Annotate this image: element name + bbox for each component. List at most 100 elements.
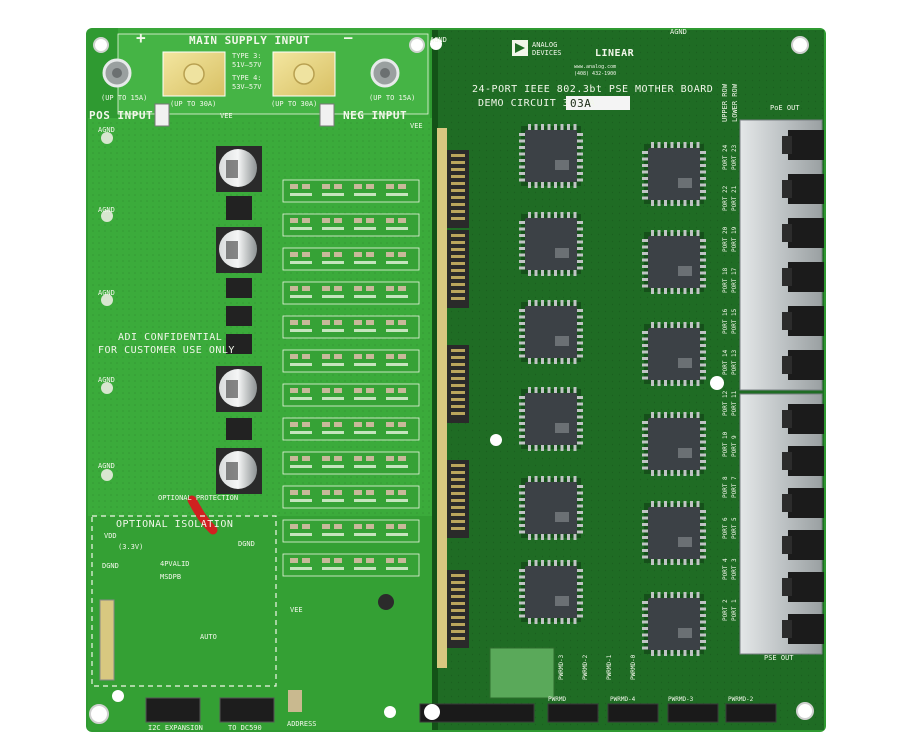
chip-pin (577, 524, 583, 527)
optional-protection-label: OPTIONAL PROTECTION (158, 494, 239, 502)
pse-chip (648, 507, 700, 559)
chip-pin (541, 476, 544, 482)
pse-controller-chips (519, 124, 706, 656)
resistor (386, 286, 394, 291)
chip-pin (519, 601, 525, 605)
v33-label: (3.3V) (118, 543, 144, 551)
chip-pin (700, 453, 706, 457)
silk-text-mark (290, 227, 312, 230)
chip-pin (554, 387, 557, 393)
agnd-label-5: AGND (98, 462, 115, 470)
rj45-jack (788, 130, 824, 160)
resistor (386, 218, 394, 223)
silk-text-mark (290, 329, 312, 332)
chip-pin (642, 350, 648, 354)
chip-pin (573, 445, 577, 451)
resistor (302, 558, 310, 563)
chip-pin (573, 124, 577, 130)
resistor (290, 524, 298, 529)
rj45-latch (782, 620, 792, 638)
chip-pin (642, 529, 648, 533)
neg-input-label: NEG INPUT (343, 109, 408, 122)
resistor (366, 252, 374, 257)
resistor (386, 320, 394, 325)
chip-pin (567, 445, 570, 451)
chip-pin (519, 159, 525, 162)
chip-pin (541, 182, 544, 188)
rj45-port-block (739, 119, 824, 655)
chip-pin (577, 595, 583, 598)
lower-row-label: LOWER ROW (731, 84, 739, 122)
silk-text-mark (354, 329, 376, 332)
resistor (366, 320, 374, 325)
chip-pin (577, 227, 583, 231)
chip-pin (664, 501, 667, 507)
chip-pin (642, 523, 648, 526)
chip-pin (519, 139, 525, 143)
up30-right: (UP TO 30A) (271, 100, 318, 108)
chip-pin (577, 178, 583, 182)
header-pin (451, 370, 465, 373)
chip-pin (677, 288, 680, 294)
chip-logo (555, 160, 569, 170)
chip-pin (642, 239, 648, 242)
header-pin (451, 161, 465, 164)
header-pin (451, 182, 465, 185)
header-pin (451, 248, 465, 251)
chip-pin (519, 595, 525, 598)
resistor (398, 218, 406, 223)
chip-pin (577, 517, 583, 521)
chip-pin (651, 380, 654, 386)
header-pin (451, 588, 465, 591)
pse-chip (525, 393, 577, 445)
chip-pin (642, 265, 648, 268)
header-pin (451, 363, 465, 366)
chip-pin (577, 247, 583, 250)
resistor (290, 218, 298, 223)
chip-pin (642, 337, 648, 341)
silk-text-mark (386, 465, 408, 468)
resistor-array (282, 179, 420, 577)
header-pin (451, 630, 465, 633)
chip-pin (560, 300, 564, 306)
silk-text-mark (290, 465, 312, 468)
silk-text-mark (386, 397, 408, 400)
chip-pin (577, 435, 583, 438)
chip-pin (700, 151, 706, 154)
chip-pin (657, 380, 661, 386)
vee-label-top: VEE (220, 112, 233, 120)
chip-pin (664, 322, 667, 328)
resistor (334, 354, 342, 359)
chip-pin (696, 142, 700, 148)
chip-pin (700, 646, 706, 650)
chip-pin (664, 592, 667, 598)
chip-pin (700, 157, 706, 161)
chip-pin (519, 335, 525, 338)
chip-pin (700, 627, 706, 630)
header-pin (451, 154, 465, 157)
rj45-latch (782, 536, 792, 554)
pwrmd-label: PWRMD-3 (558, 654, 565, 680)
auto-label: AUTO (200, 633, 217, 641)
resistor (322, 184, 330, 189)
header-pin (451, 175, 465, 178)
agnd-label-2: AGND (98, 206, 115, 214)
port-label: PORT 9 (731, 435, 738, 457)
resistor-row (282, 281, 420, 305)
chip-pin (642, 633, 648, 637)
chip-pin (642, 466, 648, 470)
chip-pin (573, 212, 577, 218)
rj45-latch (782, 268, 792, 286)
chip-pin (683, 501, 687, 507)
pwrvalid-label: 4PVALID (160, 560, 190, 568)
poe-out-label: PoE OUT (770, 104, 800, 112)
chip-pin (700, 370, 706, 373)
chip-pin (683, 142, 687, 148)
chip-pin (541, 124, 544, 130)
chip-pin (577, 146, 583, 149)
resistor-row (282, 315, 420, 339)
chip-pin (567, 300, 570, 306)
chip-pin (700, 344, 706, 347)
port-label: PORT 18 (722, 267, 729, 293)
rj45-jack (788, 174, 824, 204)
